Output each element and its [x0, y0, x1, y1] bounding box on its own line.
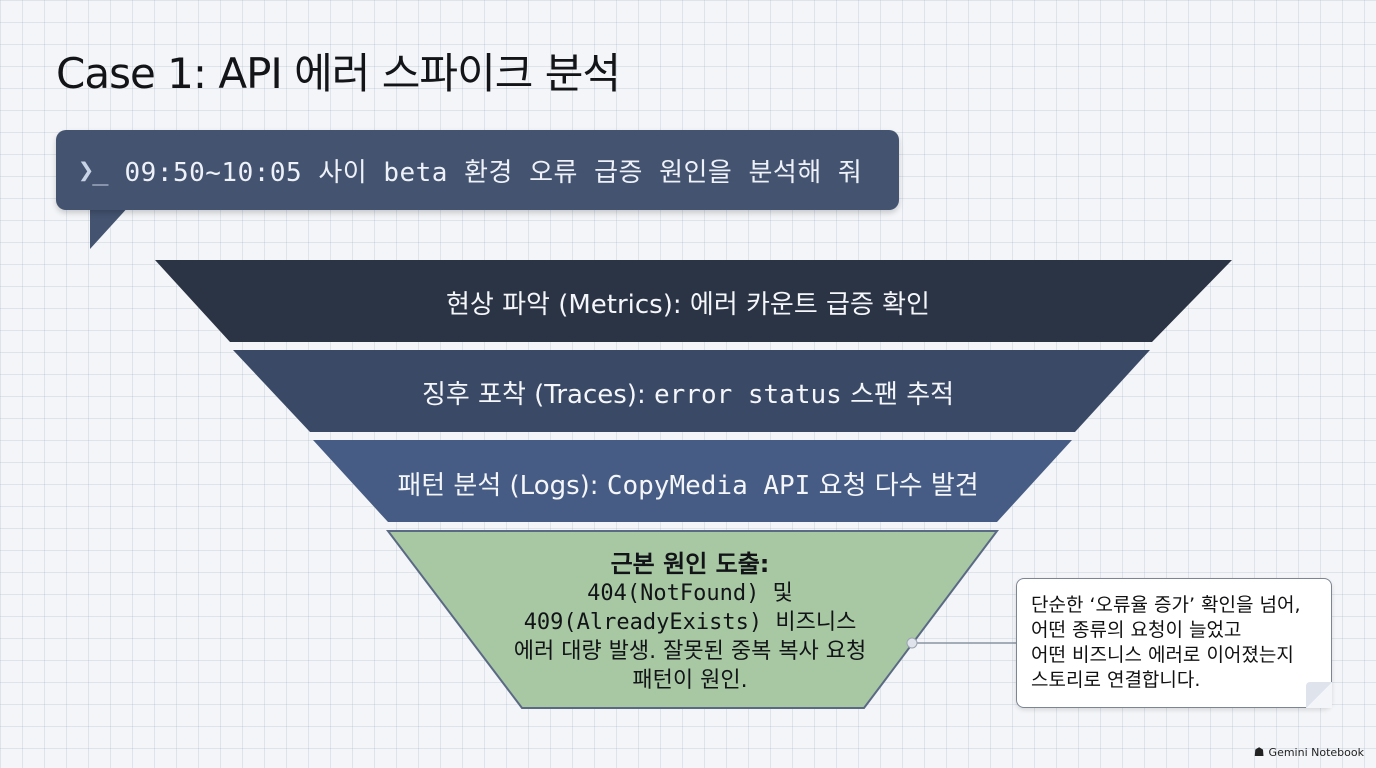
root-cause-line-3: 에러 대량 발생. 잘못된 중복 복사 요청: [513, 639, 867, 664]
note-line-4: 스토리로 연결합니다.: [1031, 669, 1201, 691]
gemini-icon: ☗: [1253, 745, 1265, 759]
prompt-bubble: ❯_ 09:50~10:05 사이 beta 환경 오류 급증 원인을 분석해 …: [56, 130, 899, 210]
level-mono: error status: [653, 380, 842, 410]
level-prefix: 징후 포착 (Traces):: [421, 380, 654, 410]
page-title: Case 1: API 에러 스파이크 분석: [56, 49, 621, 98]
funnel-level-logs-label: 패턴 분석 (Logs): CopyMedia API 요청 다수 발견: [0, 465, 1376, 502]
root-cause-line-1: 404(NotFound) 및: [587, 581, 793, 606]
root-cause-text: 근본 원인 도출: 404(NotFound) 및 409(AlreadyExi…: [430, 550, 950, 695]
page-curl: [1306, 682, 1332, 708]
level-suffix: 요청 다수 발견: [810, 471, 979, 501]
root-cause-title: 근본 원인 도출:: [610, 550, 770, 578]
level-suffix: 에러 카운트 급증 확인: [689, 290, 930, 320]
terminal-prompt-icon: ❯_: [78, 154, 108, 186]
level-prefix: 패턴 분석 (Logs):: [397, 471, 607, 501]
root-cause-line-4: 패턴이 원인.: [632, 668, 748, 693]
speech-bubble-tail: [90, 205, 130, 249]
funnel-level-traces: [233, 350, 1150, 432]
annotation-note: 단순한 ‘오류율 증가’ 확인을 넘어, 어떤 종류의 요청이 늘었고 어떤 비…: [1016, 578, 1332, 708]
funnel-level-logs: [313, 440, 1072, 522]
funnel-level-root-cause: [385, 530, 1000, 709]
root-cause-line-2: 409(AlreadyExists) 비즈니스: [523, 610, 857, 635]
note-line-3: 어떤 비즈니스 에러로 이어졌는지: [1031, 644, 1294, 666]
note-line-1: 단순한 ‘오류율 증가’ 확인을 넘어,: [1031, 594, 1301, 616]
funnel-level-metrics-label: 현상 파악 (Metrics): 에러 카운트 급증 확인: [0, 284, 1376, 321]
brand-label: Gemini Notebook: [1268, 745, 1364, 759]
funnel-level-traces-label: 징후 포착 (Traces): error status 스팬 추적: [0, 374, 1376, 411]
funnel-level-metrics: [155, 260, 1232, 342]
level-mono: CopyMedia API: [606, 471, 811, 501]
prompt-text: 09:50~10:05 사이 beta 환경 오류 급증 원인을 분석해 줘: [124, 157, 863, 188]
level-suffix: 스팬 추적: [841, 380, 955, 410]
connector-dot: [906, 637, 918, 649]
level-prefix: 현상 파악 (Metrics):: [446, 290, 690, 320]
brand-watermark: ☗ Gemini Notebook: [1254, 745, 1364, 759]
note-line-2: 어떤 종류의 요청이 늘었고: [1031, 619, 1242, 641]
